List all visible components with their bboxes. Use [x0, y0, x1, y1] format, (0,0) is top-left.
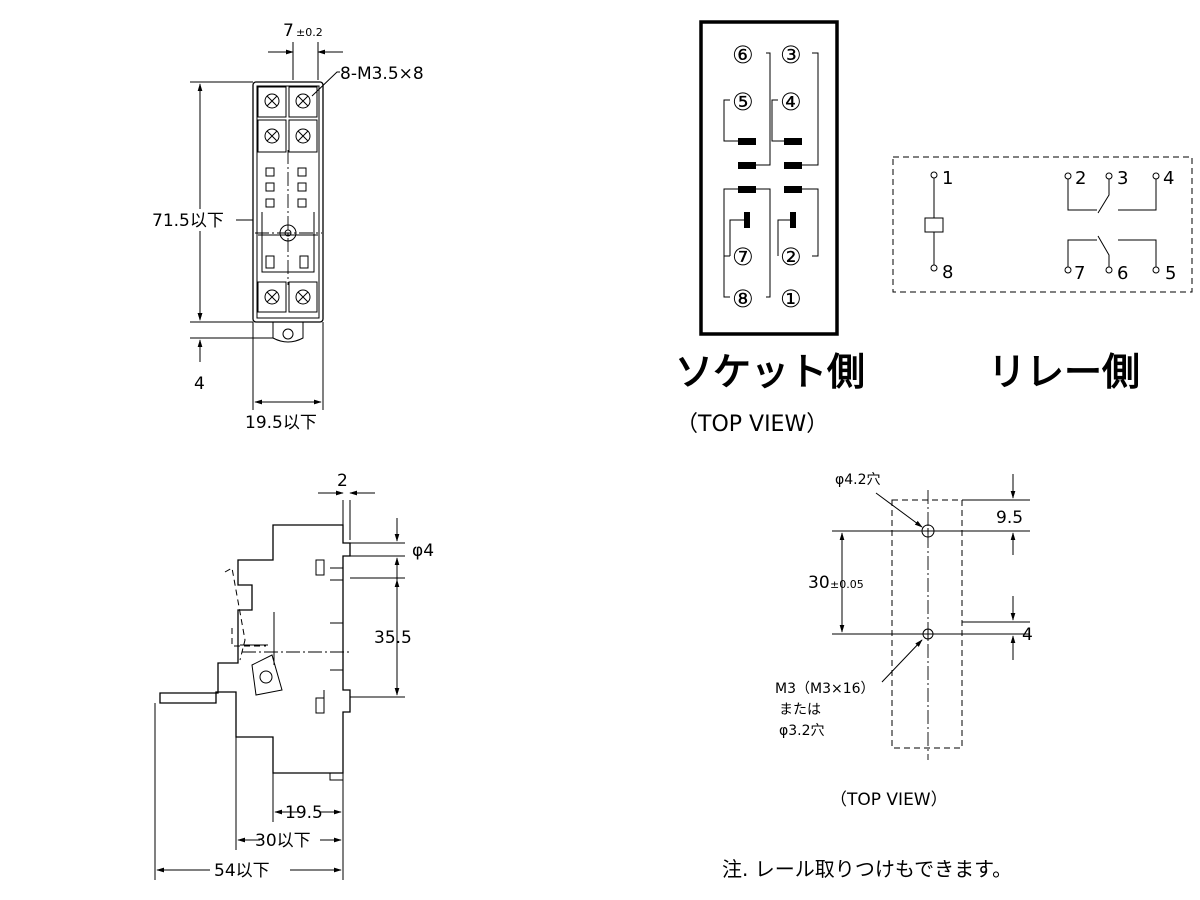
socket-top-view-label: （TOP VIEW） [676, 412, 828, 437]
dim-bottom-offset: 4 [194, 374, 205, 394]
relay-pin-1: 1 [942, 168, 953, 189]
screw-spec: 8-M3.5×8 [340, 64, 424, 84]
dim-height: 71.5以下 [152, 211, 224, 231]
side-dim-c: 54以下 [214, 861, 270, 881]
pin-4: ④ [780, 88, 802, 116]
socket-body-inner [256, 85, 320, 319]
side-dim-b: 30以下 [255, 831, 311, 851]
front-view: 7 ±0.2 8-M3.5×8 71.5以下 4 19.5以下 [150, 21, 424, 433]
side-dim-pitch: 35.5 [374, 628, 412, 648]
relay-pin-8: 8 [942, 262, 953, 283]
dim-width: 19.5以下 [245, 413, 317, 433]
relay-pin-2: 2 [1075, 168, 1086, 189]
relay-pin-6: 6 [1117, 263, 1128, 284]
relay-pin-7: 7 [1074, 263, 1085, 284]
mount-hole-view: φ4.2穴 9.5 30 ±0.05 4 M3（M3×16） または φ3.2穴… [775, 472, 1033, 810]
mount-dim-top-offset: 9.5 [996, 508, 1023, 528]
relay-pin-5: 5 [1165, 263, 1176, 284]
relay-pin-3: 3 [1117, 168, 1128, 189]
dim-width-top: 7 [283, 21, 294, 41]
mount-hole-bottom-label-1: M3（M3×16） [775, 681, 875, 697]
relay-side-diagram: 1 8 2 3 4 7 6 5 リレー側 [892, 156, 1193, 394]
relay-pin-4: 4 [1163, 168, 1174, 189]
rail-mount-note: 注. レール取りつけもできます。 [722, 857, 1012, 881]
bottom-tab [272, 322, 304, 343]
pin-3: ③ [780, 41, 802, 69]
socket-pin-holes [255, 150, 322, 285]
mount-dim-bottom-offset: 4 [1022, 625, 1033, 645]
mount-footprint-dashed [891, 499, 963, 749]
latch-dashed [224, 567, 246, 661]
side-body-outline [159, 524, 351, 774]
dim-width-top-tolerance: ±0.2 [296, 26, 323, 39]
side-dim-top: 2 [337, 471, 348, 491]
contact-bars [738, 138, 802, 228]
pin-2: ② [780, 243, 802, 271]
mount-hole-top-label: φ4.2穴 [835, 472, 881, 488]
side-dim-hole: φ4 [412, 541, 434, 561]
pin-1: ① [780, 285, 802, 313]
mount-hole-bottom-label-3: φ3.2穴 [779, 723, 825, 739]
socket-side-label: ソケット側 [675, 350, 865, 394]
mount-dim-pitch: 30 [808, 573, 830, 593]
socket-side-diagram: ⑥ ③ ⑤ ④ ⑦ ② ⑧ ① ソケット側 （TOP VIEW） [675, 20, 865, 437]
pin-5: ⑤ [732, 88, 754, 116]
pin-8: ⑧ [732, 285, 754, 313]
screw-leader [311, 71, 340, 97]
mount-hole-bottom-label-2: または [779, 702, 821, 718]
hook-hole [259, 670, 273, 684]
relay-dashed-frame [892, 156, 1193, 293]
terminal-screw-group-top [257, 86, 318, 153]
pin-7: ⑦ [732, 243, 754, 271]
side-dim-a: 19.5 [285, 803, 323, 823]
mount-dim-pitch-tol: ±0.05 [830, 578, 864, 591]
side-view: 2 φ4 35.5 19.5 30以下 54以下 [154, 471, 434, 881]
terminal-screw-group-bottom [257, 281, 318, 313]
socket-side-frame [699, 20, 839, 336]
socket-body-outline [252, 81, 324, 323]
relay-coil [924, 217, 944, 233]
relay-side-label: リレー側 [988, 350, 1140, 394]
mount-top-view-label: （TOP VIEW） [830, 790, 948, 810]
pin-6: ⑥ [732, 41, 754, 69]
socket-wiring [723, 52, 819, 298]
